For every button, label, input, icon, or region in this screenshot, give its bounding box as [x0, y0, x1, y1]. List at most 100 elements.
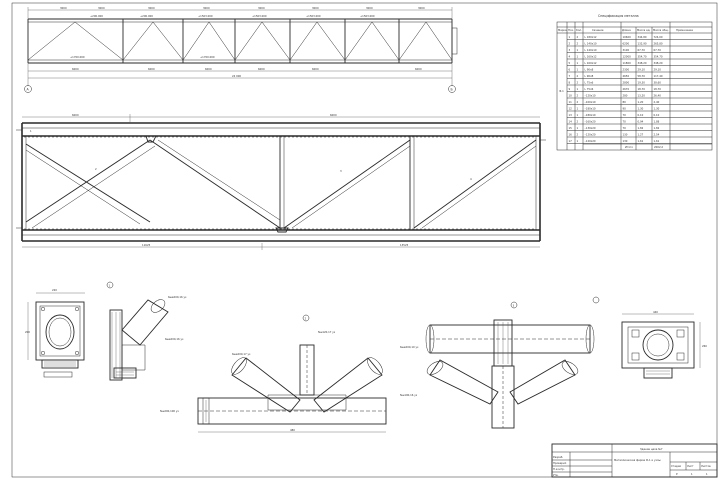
truss-diagonals	[27, 21, 453, 61]
top-dim-3: 3000	[148, 6, 155, 10]
spec-h-mark: Марка	[558, 28, 567, 32]
spec-cell: 3100	[623, 48, 630, 52]
spec-cell: 1	[577, 54, 579, 58]
spec-cell: 354,70	[654, 54, 663, 58]
mid-label-3: 3	[340, 169, 342, 173]
bottom-dim-2: 6000	[148, 67, 155, 71]
spec-cell: 90	[623, 106, 627, 110]
weld-note-7: Nш190,16 уз	[400, 393, 418, 397]
spec-cell: 2	[577, 80, 579, 84]
spec-cell: 8	[569, 80, 571, 84]
spec-cell: 67,70	[654, 48, 662, 52]
title-value-stage: Р	[676, 472, 678, 476]
spec-cell: 1,20	[638, 100, 644, 104]
spec-cell: 1	[577, 61, 579, 65]
spec-cell: –130x20	[585, 126, 596, 130]
detail-dim-6: 260	[702, 344, 707, 348]
chord-label-4: +1503.000	[252, 14, 267, 18]
spec-cell: –120x20	[585, 132, 596, 136]
apex-diag-right	[313, 357, 383, 413]
chord-label-5: +1503.000	[306, 14, 321, 18]
bottom-dim-3: 6000	[205, 67, 212, 71]
title-value-sheets: 1	[706, 472, 708, 476]
spec-cell: 0,94	[638, 119, 644, 123]
spec-cell: –180x10	[585, 106, 596, 110]
spec-cell: 11800	[623, 61, 632, 65]
chord-label-3: +1503.000	[198, 14, 213, 18]
spec-cell: –100x10	[585, 100, 596, 104]
title-field-stage: Стадия	[671, 464, 681, 468]
top-dim-4: 3000	[203, 6, 210, 10]
spec-cell: 13,20	[638, 93, 646, 97]
spec-cell: 344,80	[638, 35, 647, 39]
node-label-3: 3	[513, 304, 515, 308]
axis-bubble-a	[24, 85, 32, 93]
mid-dim-2: 6000	[330, 113, 337, 117]
top-dim-2: 3000	[98, 6, 105, 10]
spec-h-mass-total: Масса общ.	[653, 28, 669, 32]
spec-cell: L 160x12	[585, 61, 597, 65]
title-sheet: Металлическая ферма Ф-1 и узлы	[614, 458, 661, 462]
spec-cell: 724,00	[654, 35, 663, 39]
spec-cell: 1,61	[638, 139, 644, 143]
main-truss-detail: 6000 6000 11625 13525 1 2 3 4	[16, 113, 546, 250]
spec-cell: L 140x10	[585, 41, 597, 45]
weld-note-2: 6шв200,16 уз	[165, 337, 184, 341]
spec-cell: 4650	[623, 74, 630, 78]
apex-diag-left	[231, 357, 301, 413]
spec-cell: 2300	[623, 67, 630, 71]
bottom-dim-4: 6000	[258, 67, 265, 71]
mid-label-2: 2	[95, 167, 97, 171]
spec-cell: 2,54	[654, 132, 660, 136]
spec-cell: 16	[569, 132, 573, 136]
title-project: Здание цеха №7	[640, 447, 663, 451]
end-base-plate	[621, 321, 695, 369]
spec-cell: L 75x6	[585, 87, 594, 91]
spec-cell: 7	[569, 74, 571, 78]
spec-cell: –160x20	[585, 119, 596, 123]
title-field-sheet: Лист	[687, 464, 694, 468]
chord-label-7: +1700.000	[70, 55, 85, 59]
spec-cell: 2	[577, 93, 579, 97]
spec-mark: Ф-1	[559, 89, 564, 93]
spec-total-label: Итого	[625, 145, 633, 149]
spec-cell: 18,70	[654, 87, 662, 91]
spec-cell: 0,10	[638, 113, 644, 117]
spec-cell: 70	[623, 113, 627, 117]
spec-cell: 2	[569, 41, 571, 45]
spec-cell: L 180x12	[585, 35, 597, 39]
spec-cell: 2	[577, 35, 579, 39]
spec-cell: 1,82	[638, 126, 644, 130]
detail-dim-5: 440	[653, 310, 658, 314]
spec-cell: 1,30	[638, 106, 644, 110]
end-plate	[451, 27, 458, 55]
spec-cell: –120x10	[585, 93, 596, 97]
axis-bubble-b	[448, 85, 456, 93]
spec-cell: L 140x10	[585, 48, 597, 52]
spec-cell: 1	[577, 67, 579, 71]
detail-dim-2: 200	[25, 330, 30, 334]
spec-cell: 2	[577, 100, 579, 104]
spec-cell: 4	[569, 54, 571, 58]
spec-cell: 26,40	[654, 93, 662, 97]
chord-label-8: +1700.000	[200, 55, 215, 59]
chord-label-2: +200.000	[140, 14, 153, 18]
weld-note-4: Nш120,17 уз	[318, 330, 336, 334]
spec-cell: 2	[577, 74, 579, 78]
spec-cell: 67,70	[638, 48, 646, 52]
title-role-1: Разраб.	[553, 455, 563, 459]
title-block: Здание цеха №7 Металлическая ферма Ф-1 и…	[551, 443, 718, 478]
spec-h-qty: Кол.	[576, 28, 582, 32]
spec-cell: 1,30	[654, 106, 660, 110]
spec-cell: 17	[569, 139, 573, 143]
spec-cell: 6	[569, 67, 571, 71]
mid-dim-1: 6000	[72, 113, 79, 117]
spec-cell: 1,61	[654, 139, 660, 143]
spec-cell: 29,10	[654, 67, 662, 71]
spec-cell: 9	[569, 87, 571, 91]
spec-cell: 12000	[623, 54, 632, 58]
spec-cell: L 75x6	[585, 80, 594, 84]
spec-cell: 1	[569, 35, 571, 39]
spec-cell: 280	[623, 93, 628, 97]
